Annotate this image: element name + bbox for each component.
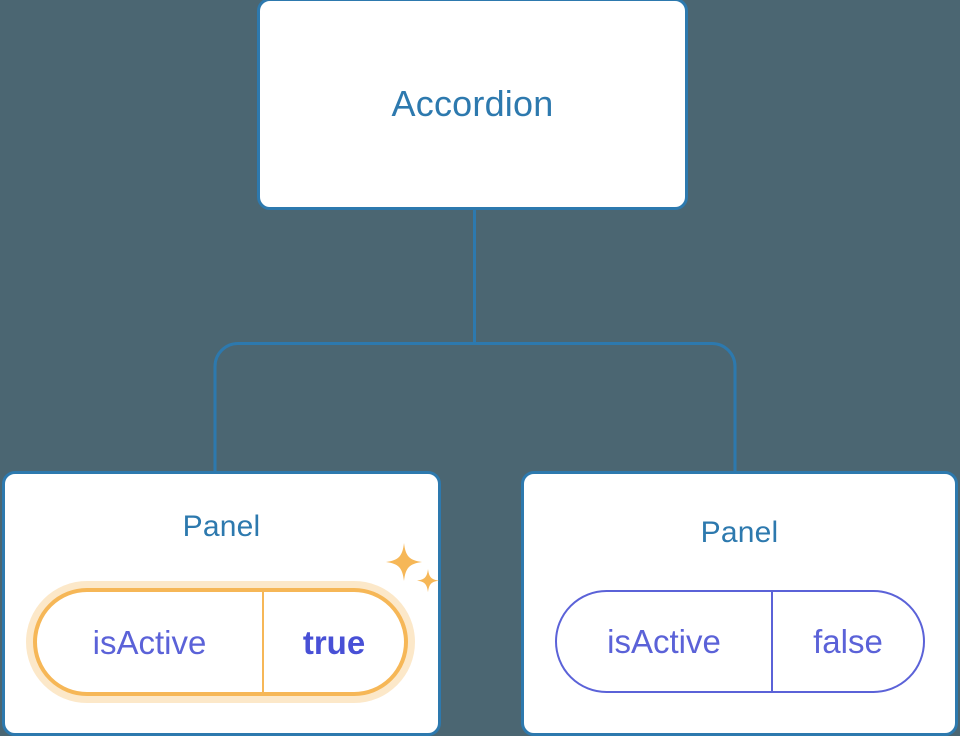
node-accordion-label: Accordion: [391, 83, 554, 124]
prop-pill-isactive-false[interactable]: isActive false: [555, 590, 925, 693]
prop-divider: [262, 592, 264, 692]
prop-pill-isactive-true[interactable]: isActive true: [33, 588, 408, 696]
node-panel-inactive-label: Panel: [700, 516, 779, 549]
prop-key: isActive: [607, 623, 721, 660]
prop-value: true: [302, 623, 366, 661]
prop-key: isActive: [92, 623, 207, 661]
connector-branch-right: [474, 342, 737, 472]
node-panel-active-label: Panel: [182, 510, 261, 543]
connector-branch-left: [213, 342, 475, 472]
node-accordion[interactable]: Accordion: [257, 0, 688, 210]
prop-value: false: [813, 623, 883, 660]
prop-divider: [771, 592, 773, 691]
